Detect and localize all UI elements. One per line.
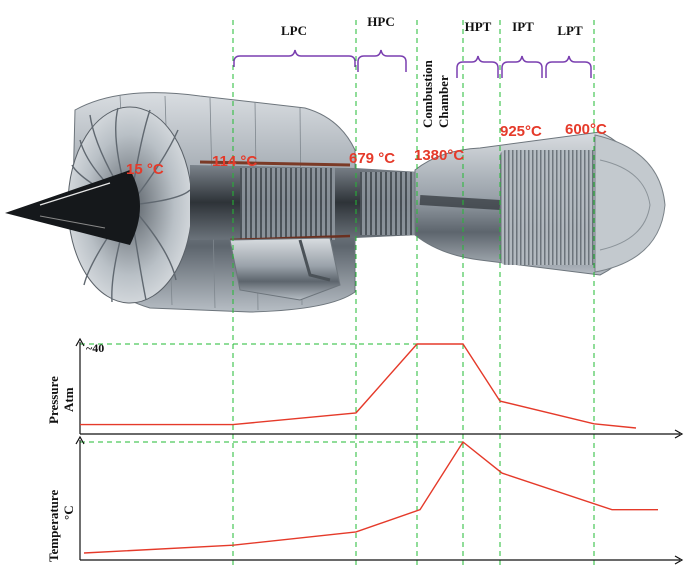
temperature-y-arrow [75, 435, 85, 445]
label-combustion: Combustion [420, 59, 435, 128]
pressure-axis-title: Pressure [46, 376, 61, 424]
temp-ipt: 925°C [500, 123, 542, 140]
engine-illustration [5, 92, 666, 313]
exhaust-nozzle [594, 134, 666, 273]
spinner-cone [5, 170, 140, 245]
ip-compressor-blades [240, 168, 335, 240]
label-chamber: Chamber [436, 75, 451, 128]
label-lpc: LPC [281, 23, 307, 38]
turbine-blades [500, 150, 600, 265]
label-hpt: HPT [465, 19, 492, 34]
temperature-callouts: 15 °C 114 °C 679 °C 1380°C 925°C 600°C [126, 121, 607, 178]
label-lpt: LPT [557, 23, 583, 38]
section-braces [233, 49, 592, 78]
section-labels: LPC HPC Combustion Chamber HPT IPT LPT [281, 14, 583, 128]
temp-lpt: 600°C [565, 121, 607, 138]
station-dividers [80, 20, 595, 566]
pressure-curve [80, 343, 637, 429]
temperature-axis-title: Temperature [46, 490, 61, 562]
temperature-axis-unit: °C [61, 505, 76, 520]
temp-inlet: 15 °C [126, 161, 164, 178]
pressure-x-arrow [674, 429, 684, 439]
temperature-plot: Temperature °C [46, 435, 684, 565]
temperature-x-arrow [674, 555, 684, 565]
accessory-gearbox [229, 237, 341, 301]
label-ipt: IPT [512, 19, 534, 34]
pressure-axis-unit: Atm [61, 387, 76, 412]
pressure-y-arrow [75, 337, 85, 347]
temp-hpc-exit: 679 °C [349, 150, 395, 167]
temp-lpc-exit: 114 °C [212, 153, 257, 170]
temp-combustor: 1380°C [414, 147, 464, 164]
pressure-plot: ~40 Pressure Atm [46, 337, 684, 439]
label-hpc: HPC [367, 14, 394, 29]
temperature-curve [83, 440, 658, 554]
pressure-peak-tick: ~40 [86, 341, 104, 355]
hp-compressor-blades [360, 172, 415, 235]
